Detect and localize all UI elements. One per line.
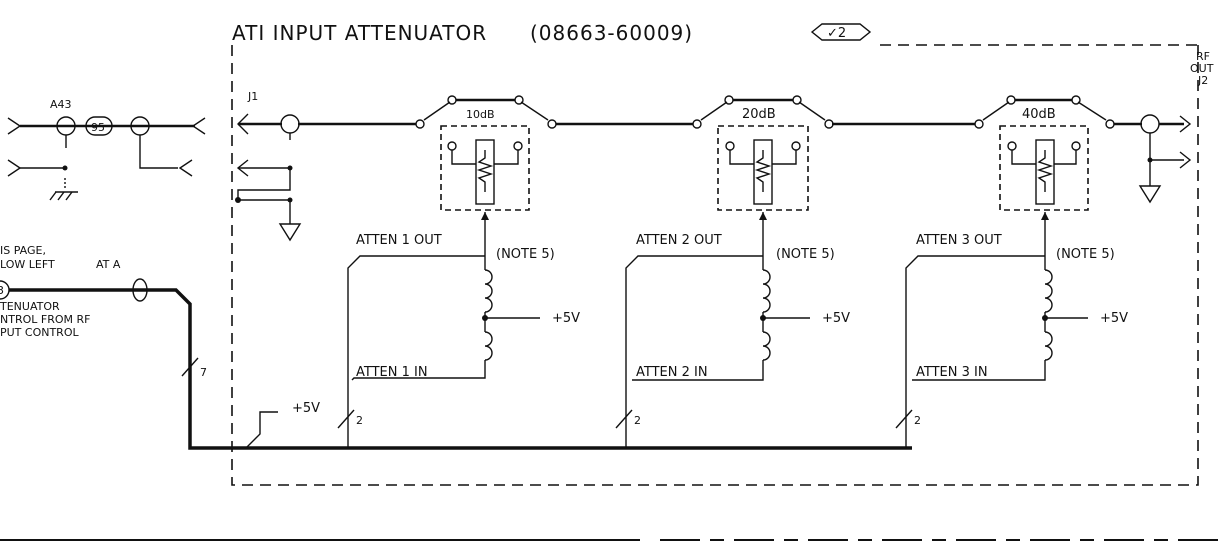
page-ref-line1: IS PAGE,	[0, 244, 46, 257]
bus-count-1: 2	[356, 414, 363, 427]
output-connector-j2: RF OUT J2	[1138, 50, 1214, 204]
assembly-title: ATI INPUT ATTENUATOR	[232, 21, 487, 45]
atten-out-label-2: ATTEN 2 OUT	[636, 233, 722, 248]
supply-label-2: +5V	[822, 311, 850, 326]
attenuator-stage-2: 20dB ATTEN 2 OUT (NOTE 5) +5V ATTEN 2 IN…	[615, 95, 850, 448]
control-line2: NTROL FROM RF	[0, 313, 90, 326]
rf-out-line2: OUT	[1190, 62, 1214, 75]
note-label-3: (NOTE 5)	[1056, 247, 1115, 262]
atten-in-label-3: ATTEN 3 IN	[916, 365, 988, 380]
module-boundary	[231, 44, 1199, 486]
j1-label: J1	[247, 90, 258, 103]
bus-width-label: 7	[200, 366, 207, 379]
input-connector-j1: J1	[235, 90, 302, 242]
atten-in-label-1: ATTEN 1 IN	[356, 365, 428, 380]
control-bus: 7 +5V	[9, 278, 912, 450]
note-label-1: (NOTE 5)	[496, 247, 555, 262]
cable-number: 95	[91, 121, 105, 134]
attenuator-stage-3: 40dB ATTEN 3 OUT (NOTE 5) +5V ATTEN 3 IN…	[895, 95, 1128, 448]
part-number: (08663-60009)	[530, 21, 693, 45]
page-ref-line2: LOW LEFT	[0, 258, 55, 271]
cable-ref-label: A43	[50, 98, 72, 111]
pad-value-1: 10dB	[466, 108, 495, 121]
atten-in-label-2: ATTEN 2 IN	[636, 365, 708, 380]
bus-count-2: 2	[634, 414, 641, 427]
attenuator-stage-1: 10dB ATTEN 1 OUT (NOTE 5) +5V ATTEN 1 IN…	[337, 95, 580, 448]
supply-label-3: +5V	[1100, 311, 1128, 326]
control-line3: PUT CONTROL	[0, 326, 79, 339]
pad-value-3: 40dB	[1022, 107, 1056, 122]
supply-label-1: +5V	[552, 311, 580, 326]
atten-out-label-3: ATTEN 3 OUT	[916, 233, 1002, 248]
revision-flag-text: ✓2	[827, 26, 846, 41]
rf-out-line3: J2	[1197, 74, 1208, 87]
bus-count-3: 2	[914, 414, 921, 427]
revision-flag: ✓2	[810, 23, 872, 41]
atten-out-label-1: ATTEN 1 OUT	[356, 233, 442, 248]
note-label-2: (NOTE 5)	[776, 247, 835, 262]
control-line1: TENUATOR	[0, 300, 60, 313]
connector-ref: AT A	[96, 258, 121, 271]
ground-connection	[7, 159, 78, 201]
circle-number: 3	[0, 284, 4, 297]
bus-supply-label: +5V	[292, 401, 320, 416]
pad-value-2: 20dB	[742, 107, 776, 122]
page-reference: IS PAGE, LOW LEFT AT A 3 TENUATOR NTROL …	[0, 244, 121, 339]
rf-out-line1: RF	[1196, 50, 1210, 63]
input-cable: A43 95	[7, 98, 206, 177]
